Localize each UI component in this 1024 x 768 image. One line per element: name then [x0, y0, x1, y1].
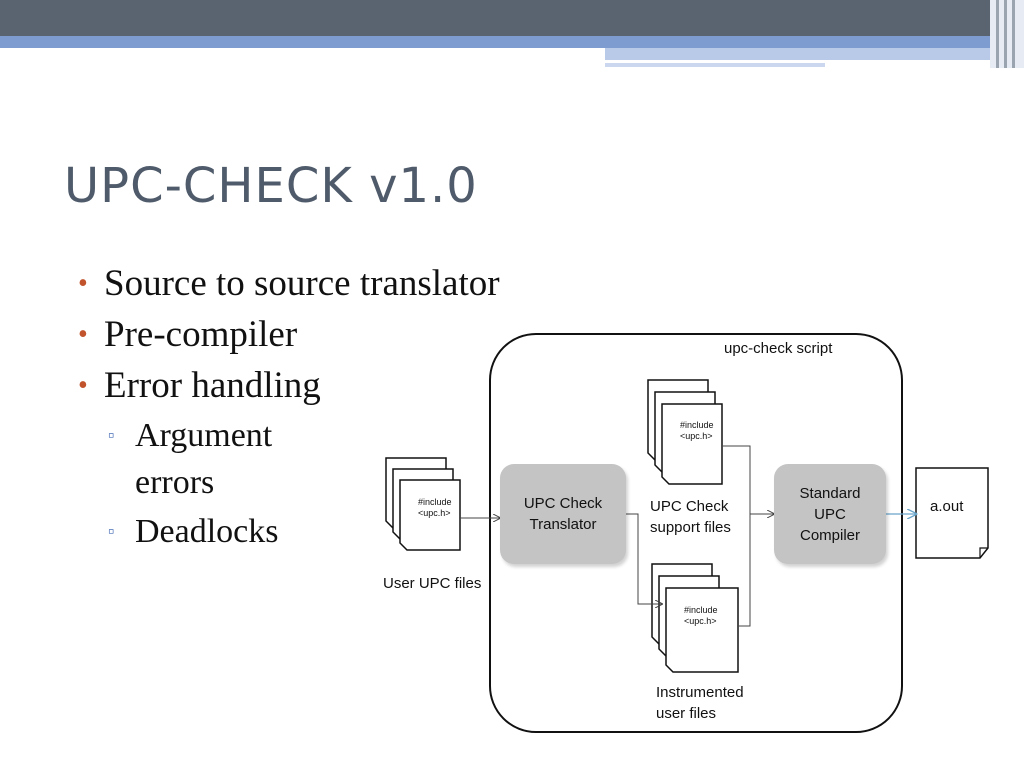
- sub-bullet-item: ▫ Argument: [78, 411, 500, 460]
- sub-bullet-continuation: errors: [78, 458, 500, 507]
- user-files-stack-icon: [385, 457, 461, 551]
- doc-include-text: #include<upc.h>: [680, 420, 714, 441]
- arrow-translator-to-instrumented: [626, 513, 662, 604]
- compiler-label-line: Compiler: [799, 526, 860, 544]
- square-bullet-icon: ▫: [108, 425, 115, 445]
- script-container: [489, 333, 903, 733]
- sub-bullet-text: errors: [135, 464, 215, 501]
- container-label: upc-check script: [724, 340, 833, 357]
- doc-include-text: #include<upc.h>: [684, 605, 718, 626]
- header-corner-line: [996, 0, 999, 68]
- bullet-item: • Error handling: [78, 360, 500, 411]
- compiler-label-line: Standard: [799, 484, 861, 502]
- output-label: a.out: [930, 498, 964, 515]
- flow-diagram: #include<upc.h> #include<upc.h> #include…: [376, 328, 996, 738]
- bullet-text: Pre-compiler: [104, 314, 298, 355]
- header-corner-line: [1004, 0, 1007, 68]
- sub-bullet-text: Argument: [135, 417, 273, 454]
- bullet-item: • Source to source translator: [78, 258, 500, 309]
- slide-title: UPC-CHECK v1.0: [64, 158, 478, 214]
- bullet-list: • Source to source translator • Pre-compil…: [78, 258, 500, 556]
- output-file-icon: [915, 467, 989, 559]
- sub-bullet-item: ▫ Deadlocks: [78, 507, 500, 556]
- user-files-label: User UPC files: [383, 575, 482, 592]
- translator-label-line: UPC Check: [523, 495, 603, 512]
- header-banner: [0, 0, 1024, 36]
- sub-bullet-text: Deadlocks: [135, 513, 279, 550]
- diagram-graphics: [385, 333, 989, 733]
- bullet-dot-icon: •: [78, 319, 88, 350]
- bullet-dot-icon: •: [78, 370, 88, 401]
- header-accent-stripe: [0, 36, 1024, 48]
- bullet-item: • Pre-compiler: [78, 309, 500, 360]
- translator-label-line: Translator: [529, 516, 597, 533]
- bullet-dot-icon: •: [78, 268, 88, 299]
- bullet-text: Source to source translator: [104, 263, 500, 304]
- support-files-stack-icon: [647, 379, 723, 485]
- header-corner-line: [1012, 0, 1015, 68]
- header-corner-block: [990, 0, 1024, 68]
- bullet-text: Error handling: [104, 365, 321, 406]
- square-bullet-icon: ▫: [108, 521, 115, 541]
- header-light-stripe: [605, 48, 1024, 60]
- header-thin-stripe: [605, 63, 825, 67]
- compiler-label-line: UPC: [814, 505, 846, 523]
- connector-support-files: [722, 445, 751, 627]
- instrumented-files-stack-icon: [651, 563, 739, 673]
- doc-include-text: #include<upc.h>: [418, 497, 452, 518]
